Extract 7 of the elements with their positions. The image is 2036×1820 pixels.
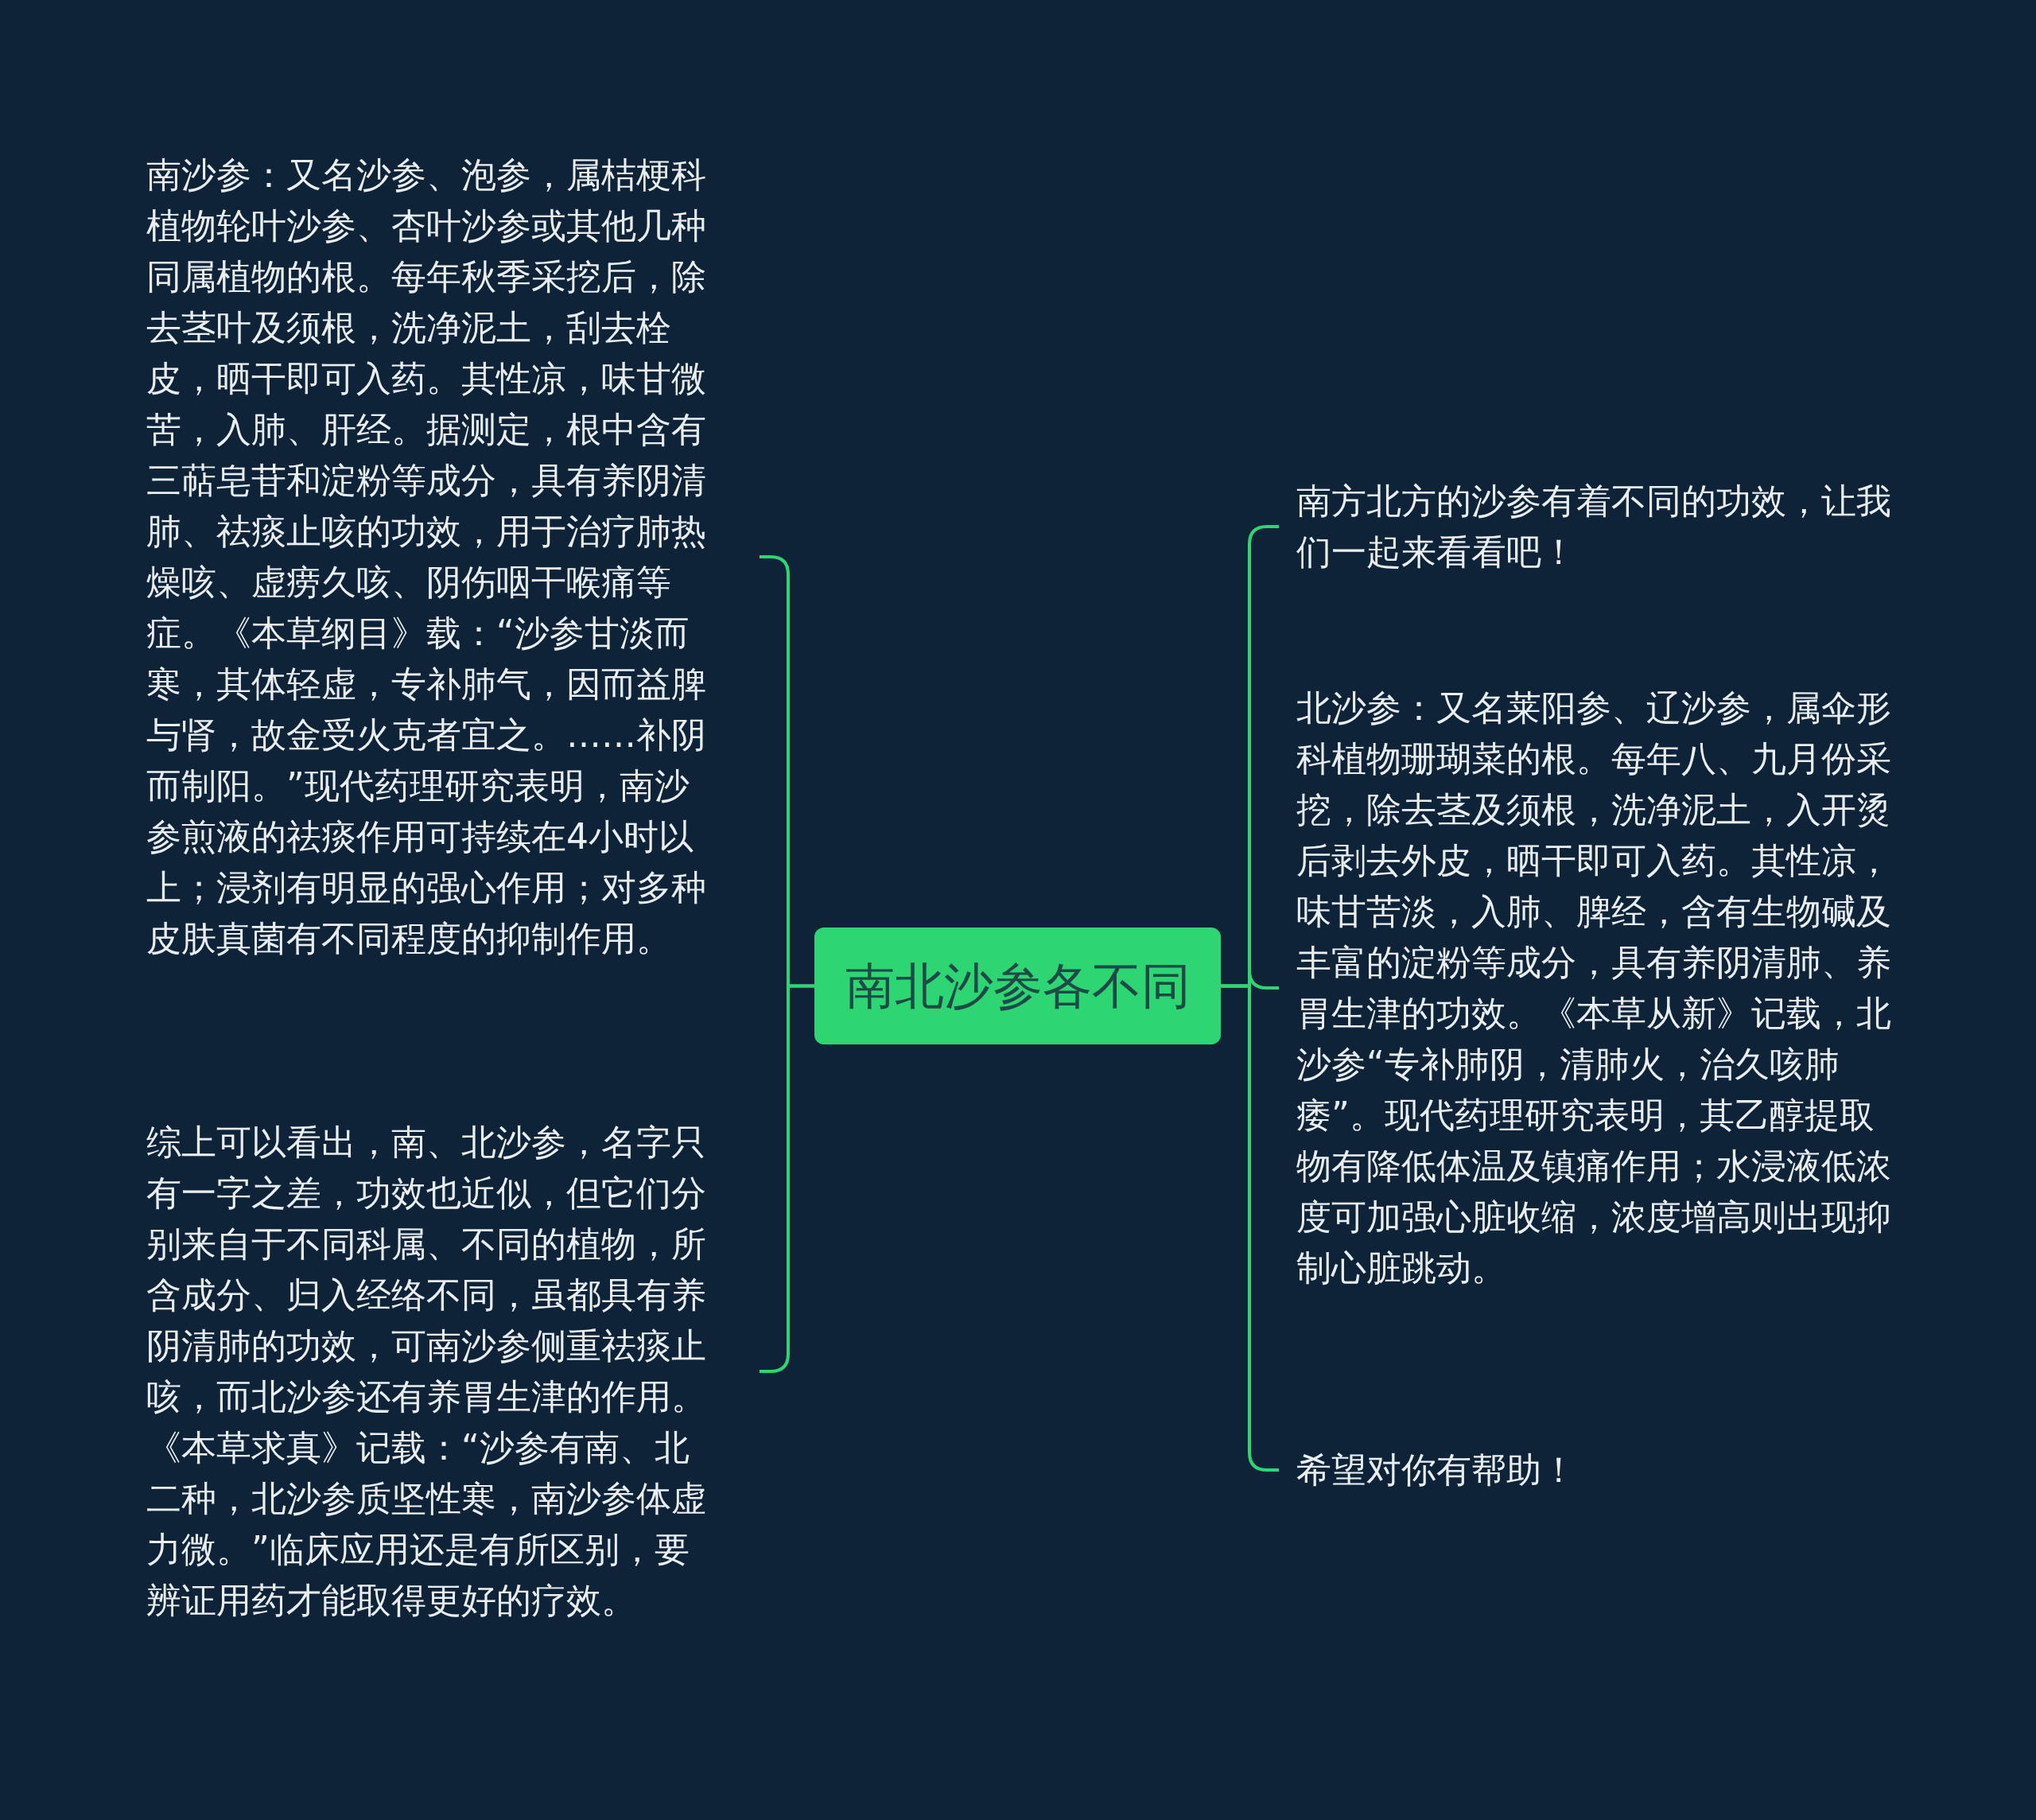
branch-text: 南方北方的沙参有着不同的功效，让我们一起来看看吧！ xyxy=(1296,480,1892,574)
branch-text: 南沙参：又名沙参、泡参，属桔梗科植物轮叶沙参、杏叶沙参或其他几种同属植物的根。每年秋季采挖后，除去茎叶及须根，洗净泥土，刮去栓皮，晒干即可入药。其性凉，味甘微苦，入肺、肝经。据测定，根中含有三萜皂苷和淀粉等成分，具有养阴清肺、祛痰止咳的功效，用于治疗肺热燥咳、虚痨久咳、阴伤咽干喉痛等症。《本草纲目》载：“沙参甘淡而寒，其体轻虚，专补肺气，因而益脾与肾，故金受火克者宜之。……补阴而制阳。”现代药理研究表明，南沙参煎液的祛痰作用可持续在4小时以上；浸剂有明显的强心作用；对多种皮肤真菌有不同程度的抑制作用。 xyxy=(146,154,707,960)
branch-text: 希望对你有帮助！ xyxy=(1296,1449,1577,1491)
topic-title: 南北沙参各不同 xyxy=(845,956,1191,1016)
branch-text: 北沙参：又名莱阳参、辽沙参，属伞形科植物珊瑚菜的根。每年八、九月份采挖，除去茎及须根，洗净泥土，入开烫后剥去外皮，晒干即可入药。其性凉，味甘苦淡，入肺、脾经，含有生物碱及丰富的淀粉等成分，具有养阴清肺、养胃生津的功效。《本草从新》记载，北沙参“专补肺阴，清肺火，治久咳肺痿”。现代药理研究表明，其乙醇提取物有降低体温及镇痛作用；水浸液低浓度可加强心脏收缩，浓度增高则出现抑制心脏跳动。 xyxy=(1296,686,1892,1289)
topic-box xyxy=(814,928,1221,1044)
branch-text: 综上可以看出，南、北沙参，名字只有一字之差，功效也近似，但它们分别来自于不同科属、不同的植物，所含成分、归入经络不同，虽都具有养阴清肺的功效，可南沙参侧重祛痰止咳，而北沙参还有养胃生津的作用。《本草求真》记载：“沙参有南、北二种，北沙参质坚性寒，南沙参体虚力微。”临床应用还是有所区别，要辨证用药才能取得更好的疗效。 xyxy=(146,1121,707,1622)
